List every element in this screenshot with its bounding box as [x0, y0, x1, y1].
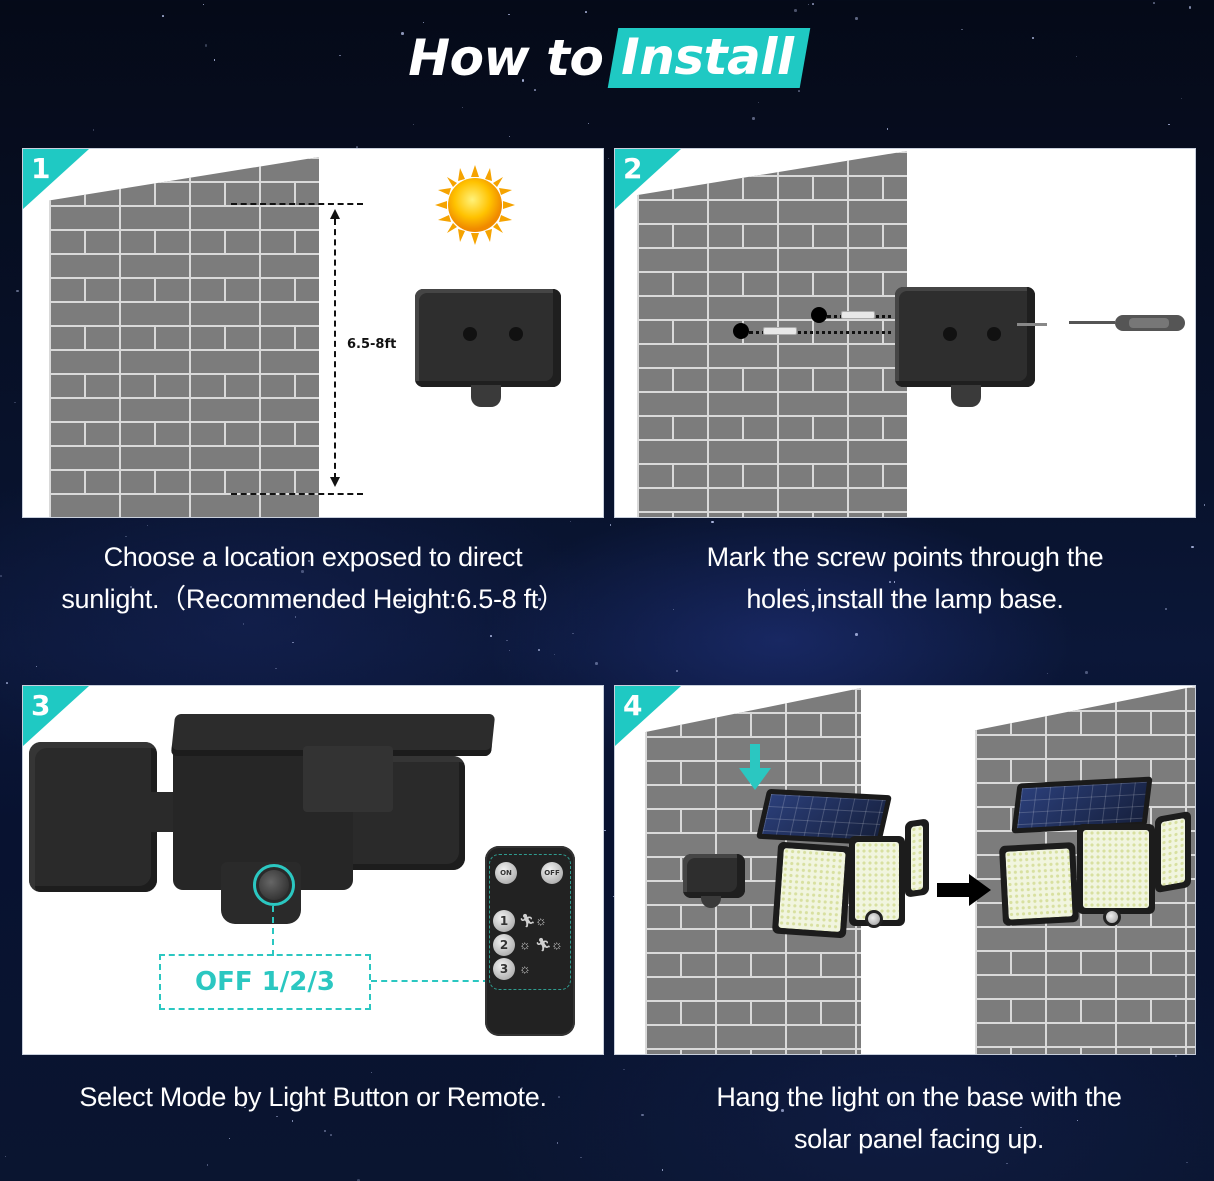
light-button-highlight — [253, 864, 295, 906]
motion-icon: 🏃︎ — [519, 913, 536, 928]
brick-wall — [49, 157, 319, 517]
dimension-vertical-line — [334, 219, 336, 479]
step-number: 4 — [623, 689, 643, 722]
step-2-caption: Mark the screw points through the holes,… — [706, 542, 1104, 614]
mounting-base — [683, 854, 745, 908]
step-4-caption: Hang the light on the base with the sola… — [716, 1082, 1122, 1154]
light-icon: ☼ — [551, 937, 563, 952]
remote-mode-2-button: 2 — [493, 934, 515, 956]
mode-label-box: OFF 1/2/3 — [159, 954, 371, 1010]
remote-mode-3-button: 3 — [493, 958, 515, 980]
connector-line — [272, 906, 274, 956]
motion-icon: 🏃︎ — [535, 937, 552, 952]
title-highlight: Install — [608, 28, 812, 88]
step-number: 2 — [623, 152, 643, 185]
wall-anchor — [763, 327, 797, 335]
mounting-base — [415, 289, 561, 407]
connector-line — [371, 980, 489, 982]
remote-on-button: ON — [495, 862, 517, 884]
step-4-panel: 4 — [614, 685, 1196, 1055]
sun-icon — [435, 165, 515, 245]
bracket — [303, 746, 393, 812]
remote-off-button: OFF — [541, 862, 563, 884]
down-arrow-icon — [739, 744, 771, 790]
pir-sensor — [865, 910, 883, 928]
dim-light-icon: ☼ — [519, 937, 531, 952]
height-label: 6.5-8ft — [347, 337, 397, 352]
left-light-head — [29, 742, 157, 892]
led-panel-right — [1155, 810, 1191, 894]
alignment-line — [749, 331, 899, 334]
remote-control: ON OFF 1 🏃︎ ☼ 2 ☼ 🏃︎ ☼ 3 ☼ — [485, 846, 575, 1036]
led-panel-center — [1077, 824, 1155, 914]
light-icon: ☼ — [519, 961, 531, 976]
right-arrow-icon — [937, 874, 991, 906]
mounting-base — [895, 287, 1035, 407]
brick-wall — [637, 151, 907, 517]
drill-hole-marker — [733, 323, 749, 339]
step-number: 3 — [31, 689, 51, 722]
step-3-panel: OFF 1/2/3 ON OFF 1 🏃︎ ☼ 2 ☼ 🏃︎ ☼ 3 ☼ 3 — [22, 685, 604, 1055]
wall-anchor — [841, 311, 875, 319]
dimension-bottom-line — [231, 493, 363, 495]
title-prefix: How to — [408, 29, 604, 87]
arrow-up-icon — [330, 209, 340, 219]
pir-sensor — [1103, 908, 1121, 926]
led-panel-left — [998, 842, 1080, 926]
step-number: 1 — [31, 152, 51, 185]
led-panel-right — [905, 818, 929, 898]
step-1-caption: Choose a location exposed to direct sunl… — [61, 542, 565, 614]
step-2-panel: 2 — [614, 148, 1196, 518]
light-icon: ☼ — [535, 913, 547, 928]
remote-mode-1-button: 1 — [493, 910, 515, 932]
screw-icon — [1017, 323, 1047, 326]
arrow-down-icon — [330, 477, 340, 487]
page-title: How to Install — [0, 28, 1214, 88]
screwdriver-icon — [1069, 315, 1185, 331]
step-1-panel: 6.5-8ft 1 — [22, 148, 604, 518]
led-panel-left — [771, 841, 853, 939]
drill-hole-marker — [811, 307, 827, 323]
dimension-top-line — [231, 203, 363, 205]
step-3-caption: Select Mode by Light Button or Remote. — [79, 1082, 547, 1112]
